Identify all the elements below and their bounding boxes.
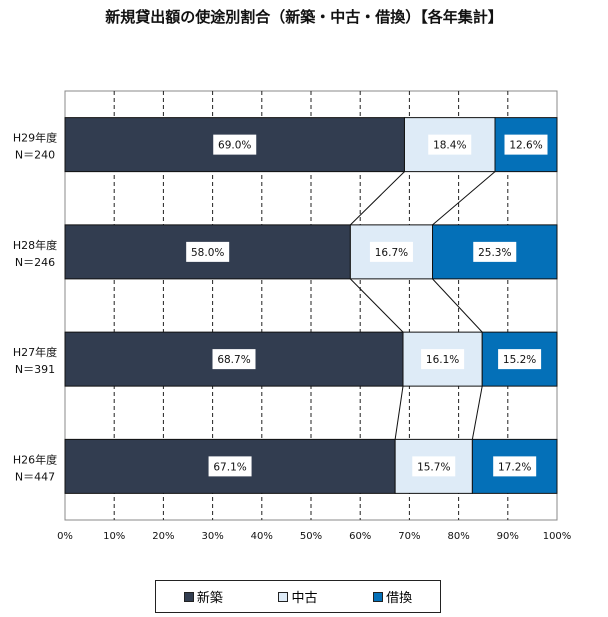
- bar-segment: [64, 438, 396, 494]
- x-tick-label: 10%: [103, 531, 125, 542]
- legend: 新築 中古 借換: [155, 580, 441, 613]
- connector-line: [394, 386, 404, 440]
- connector-line: [350, 278, 404, 333]
- data-label: 16.1%: [426, 354, 459, 366]
- category-label: H29年度: [13, 131, 57, 145]
- x-tick-label: 40%: [251, 531, 273, 542]
- chart-title: 新規貸出額の使途別割合（新築・中古・借換）【各年集計】: [105, 8, 503, 26]
- connector-line: [471, 386, 483, 440]
- data-label-box: [428, 134, 472, 155]
- data-label-box: [369, 241, 413, 262]
- legend-item-new: 新築: [183, 587, 223, 606]
- data-label-box: [498, 349, 542, 370]
- data-label-box: [208, 456, 252, 477]
- x-tick-label: 60%: [349, 531, 371, 542]
- connector-line: [432, 171, 496, 226]
- data-label: 69.0%: [218, 140, 251, 152]
- category-n: N＝246: [15, 256, 55, 269]
- data-label-box: [504, 134, 548, 155]
- x-tick-label: 30%: [201, 531, 223, 542]
- x-tick-label: 50%: [300, 531, 322, 542]
- connector-line: [432, 278, 483, 333]
- legend-label: 借換: [386, 591, 413, 606]
- data-label-box: [421, 349, 465, 370]
- data-label: 18.4%: [433, 140, 466, 152]
- legend-item-refinance: 借換: [373, 587, 412, 606]
- category-label: H26年度: [13, 452, 57, 466]
- data-label-box: [213, 134, 257, 155]
- x-tick-label: 0%: [57, 531, 73, 542]
- category-label: H28年度: [13, 238, 57, 252]
- x-tick-label: 70%: [398, 531, 420, 542]
- x-tick-label: 90%: [497, 531, 519, 542]
- legend-item-used: 中古: [278, 587, 317, 606]
- data-label: 68.7%: [217, 354, 250, 366]
- data-label: 67.1%: [213, 461, 246, 473]
- legend-label: 中古: [291, 591, 318, 606]
- connector-line: [350, 171, 405, 226]
- legend-label: 新築: [196, 591, 223, 606]
- data-label-box: [186, 241, 230, 262]
- data-label-box: [473, 241, 517, 262]
- data-label: 15.2%: [503, 354, 536, 366]
- data-label: 15.7%: [417, 461, 450, 473]
- data-label: 25.3%: [478, 247, 511, 259]
- category-n: N＝447: [15, 470, 55, 483]
- category-n: N＝240: [15, 149, 55, 162]
- category-label: H27年度: [13, 345, 57, 359]
- x-tick-label: 100%: [543, 531, 572, 542]
- legend-swatch: [183, 591, 194, 602]
- x-tick-label: 20%: [152, 531, 174, 542]
- legend-swatch: [278, 591, 289, 602]
- data-label: 12.6%: [509, 140, 542, 152]
- data-label-box: [212, 349, 256, 370]
- data-label-box: [412, 456, 456, 477]
- category-n: N＝391: [15, 363, 55, 376]
- x-tick-label: 80%: [447, 531, 469, 542]
- legend-swatch: [373, 591, 384, 602]
- data-label: 17.2%: [498, 461, 531, 473]
- data-label: 16.7%: [375, 247, 408, 259]
- data-label: 58.0%: [191, 247, 224, 259]
- data-label-box: [493, 456, 537, 477]
